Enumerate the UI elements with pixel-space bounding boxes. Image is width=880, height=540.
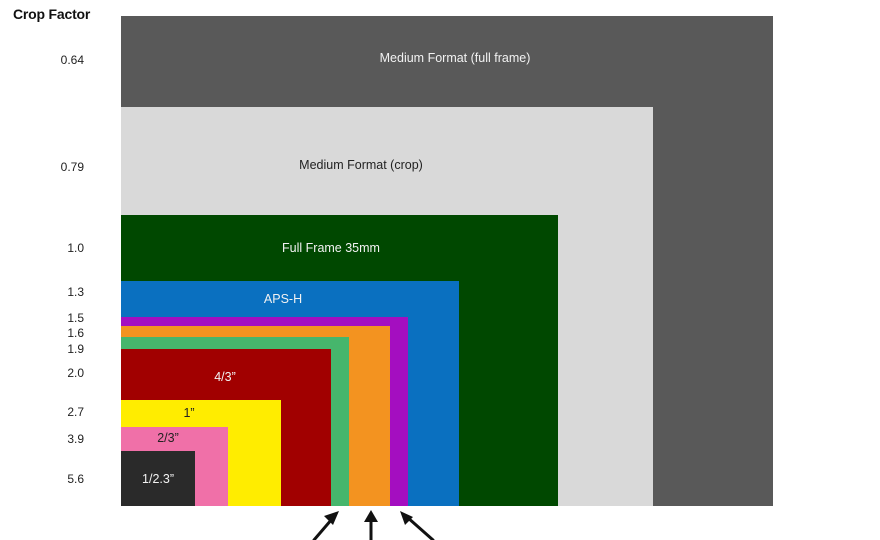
crop-value-1.0: 1.0	[67, 241, 84, 255]
crop-value-1.3: 1.3	[67, 285, 84, 299]
crop-value-3.9: 3.9	[67, 432, 84, 446]
arrow-shaft-right	[405, 515, 435, 540]
sensor-one-over-two-point-three-inch	[121, 451, 195, 506]
label-medium-format-full-frame: Medium Format (full frame)	[379, 51, 531, 65]
arrow-shaft-left	[312, 517, 334, 540]
crop-value-2.0: 2.0	[67, 366, 84, 380]
crop-value-1.6: 1.6	[67, 326, 84, 340]
label-one-inch: 1”	[183, 406, 195, 420]
crop-value-5.6: 5.6	[67, 472, 84, 486]
arrow-head-right	[400, 511, 413, 525]
crop-value-0.64: 0.64	[60, 53, 84, 67]
label-full-frame-35mm: Full Frame 35mm	[282, 241, 380, 255]
crop-value-2.7: 2.7	[67, 405, 84, 419]
crop-factor-axis-title: Crop Factor	[13, 6, 91, 22]
label-one-over-two-point-three-inch: 1/2.3”	[142, 472, 174, 486]
arrow-head-left	[324, 511, 339, 525]
crop-value-0.79: 0.79	[60, 160, 84, 174]
crop-value-1.5: 1.5	[67, 311, 84, 325]
crop-value-1.9: 1.9	[67, 342, 84, 356]
label-aps-h: APS-H	[263, 292, 303, 306]
label-two-thirds-inch: 2/3”	[157, 431, 179, 445]
arrow-head-center	[364, 510, 378, 522]
label-medium-format-crop: Medium Format (crop)	[299, 158, 423, 172]
label-four-thirds: 4/3”	[214, 370, 236, 384]
